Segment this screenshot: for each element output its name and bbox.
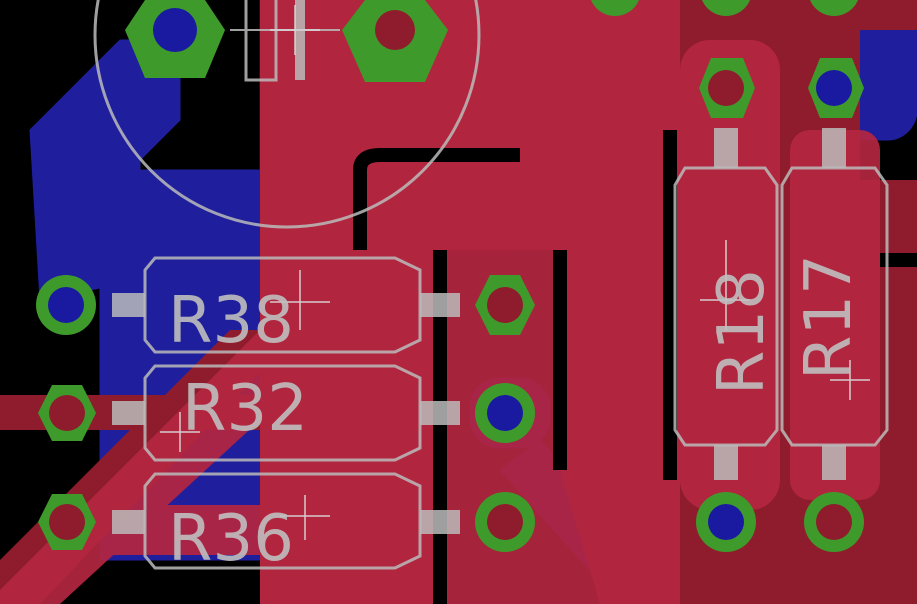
clearance-1 xyxy=(353,148,520,250)
r36-lead-left xyxy=(112,510,145,534)
cap-polarity-mark xyxy=(244,0,278,82)
pad-r38-right[interactable] xyxy=(475,275,535,335)
r36-lead-right xyxy=(420,510,460,534)
top-trace-diag-right xyxy=(800,480,917,604)
pad-r18-bottom[interactable] xyxy=(696,492,756,552)
pad-r32-left[interactable] xyxy=(38,385,96,441)
pad-cap-right[interactable] xyxy=(342,0,448,82)
r17-lead-top xyxy=(822,128,846,168)
label-r18: R18 xyxy=(705,269,779,395)
pad-r36-right[interactable] xyxy=(475,492,535,552)
pad-r17-top[interactable] xyxy=(808,58,864,118)
label-r36: R36 xyxy=(168,502,294,576)
component-labels: R38 R32 R36 R18 R17 xyxy=(168,254,866,576)
pad-top-partial-1[interactable] xyxy=(589,0,641,16)
r18-lead-bottom xyxy=(714,445,738,480)
cap-outline xyxy=(93,0,481,229)
r17-outline xyxy=(780,166,889,447)
origin-marks xyxy=(160,5,870,540)
pad-r18-top[interactable] xyxy=(699,58,755,118)
pad-cap-left[interactable] xyxy=(125,0,225,78)
pad-top-partial-2[interactable] xyxy=(700,0,752,16)
r32-lead-right xyxy=(420,401,460,425)
fill-r18-body xyxy=(680,40,780,510)
fill-bottom-strip xyxy=(100,505,450,555)
r18-lead-top xyxy=(714,128,738,168)
label-r17: R17 xyxy=(792,254,866,380)
lead-stubs-layer xyxy=(112,128,846,534)
label-r38: R38 xyxy=(168,284,294,358)
fill-r17-body xyxy=(790,130,880,500)
silkscreen-layer xyxy=(93,0,889,570)
label-r32: R32 xyxy=(182,372,308,446)
pad-r38-left[interactable] xyxy=(36,275,96,335)
pad-r36-left[interactable] xyxy=(38,494,96,550)
r32-lead-left xyxy=(112,401,145,425)
pad-r17-bottom[interactable] xyxy=(804,492,864,552)
pad-r32-right[interactable] xyxy=(475,383,535,443)
pads-layer[interactable] xyxy=(36,0,864,552)
r36-outline xyxy=(143,472,422,570)
pad-top-partial-3[interactable] xyxy=(808,0,860,16)
r38-lead-right xyxy=(420,293,460,317)
r17-lead-bottom xyxy=(822,445,846,480)
r18-outline xyxy=(673,166,779,447)
r38-lead-left xyxy=(112,293,145,317)
